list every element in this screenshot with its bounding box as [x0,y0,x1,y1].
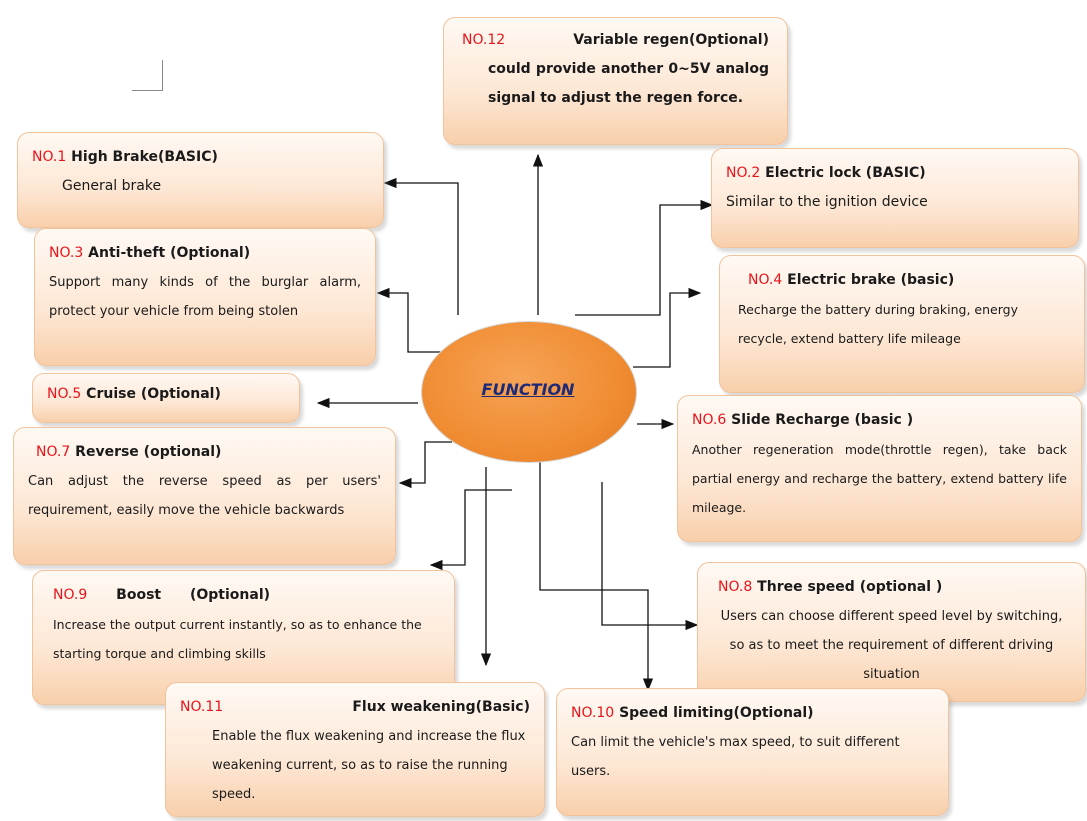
function-desc: Another regeneration mode(throttle regen… [692,442,1067,515]
arrow-to-no7 [398,441,452,489]
function-title: NO.4 Electric brake (basic) [734,266,1070,295]
function-name: Anti-theft (Optional) [88,245,251,261]
function-number: NO.5 [47,386,82,402]
arrow-to-no8 [601,482,699,631]
function-number: NO.7 [36,444,71,460]
function-number: NO.10 [571,705,615,721]
function-name: Reverse (optional) [75,444,222,460]
function-number: NO.9 [53,587,88,603]
function-number: NO.8 [718,579,753,595]
function-desc: Users can choose different speed level b… [720,609,1063,682]
function-number: NO.2 [726,165,761,181]
arrow-to-no2 [575,199,714,316]
function-number: NO.1 [32,149,67,165]
function-title: NO.5 Cruise (Optional) [47,380,285,409]
function-box-no6: NO.6 Slide Recharge (basic ) Another reg… [677,395,1082,542]
arrow-to-no9 [429,489,512,571]
function-desc: Increase the output current instantly, s… [53,617,422,661]
arrow-to-no10 [539,462,654,692]
function-box-no4: NO.4 Electric brake (basic) Recharge the… [719,255,1085,393]
function-title: NO.9 Boost (Optional) [53,581,434,610]
function-desc: Can adjust the reverse speed as per user… [28,474,381,518]
function-number: NO.6 [692,412,727,428]
function-number: NO.3 [49,245,84,261]
function-name: Boost (Optional) [116,587,271,603]
center-ellipse [421,321,637,463]
center-label: FUNCTION [481,380,575,399]
function-title: NO.2 Electric lock (BASIC) [726,159,1064,188]
function-title: NO.7 Reverse (optional) [28,438,381,467]
function-box-no10: NO.10 Speed limiting(Optional) Can limit… [556,688,949,816]
function-name: Flux weakening(Basic) [352,699,530,715]
function-name: Slide Recharge (basic ) [731,412,914,428]
function-number: NO.11 [180,699,224,715]
function-title: NO.11 Flux weakening(Basic) [180,693,530,722]
function-name: Electric brake (basic) [787,272,955,288]
function-desc: Support many kinds of the burglar alarm,… [49,275,361,319]
function-title: NO.8 Three speed (optional ) [712,573,1071,602]
function-number: NO.12 [462,32,506,48]
function-name: Speed limiting(Optional) [619,705,814,721]
function-name: Cruise (Optional) [86,386,221,402]
function-title: NO.6 Slide Recharge (basic ) [692,406,1067,435]
function-name: High Brake(BASIC) [71,149,218,165]
function-name: Variable regen(Optional) [573,32,769,48]
function-box-no1: NO.1 High Brake(BASIC) General brake [17,132,384,228]
arrow-to-no4 [633,287,702,368]
function-box-no8: NO.8 Three speed (optional ) Users can c… [697,562,1086,702]
corner-mark [132,60,163,91]
function-box-no3: NO.3 Anti-theft (Optional) Support many … [34,228,376,366]
function-desc: could provide another 0~5V analog signal… [488,61,769,106]
function-number: NO.4 [748,272,783,288]
function-title: NO.3 Anti-theft (Optional) [49,239,361,268]
arrow-to-no3 [376,287,447,353]
function-desc: Similar to the ignition device [726,194,928,210]
function-box-no12: NO.12 Variable regen(Optional) could pro… [443,17,788,145]
function-name: Electric lock (BASIC) [765,165,926,181]
function-desc: Enable the flux weakening and increase t… [212,729,526,802]
function-desc: General brake [62,178,162,194]
function-desc: Recharge the battery during braking, ene… [738,302,1018,346]
arrow-to-no1 [383,177,459,315]
function-title: NO.1 High Brake(BASIC) [32,143,369,172]
function-box-no5: NO.5 Cruise (Optional) [32,373,300,423]
function-box-no11: NO.11 Flux weakening(Basic) Enable the f… [165,682,545,817]
function-title: NO.10 Speed limiting(Optional) [571,699,934,728]
function-box-no7: NO.7 Reverse (optional) Can adjust the r… [13,427,396,565]
function-box-no2: NO.2 Electric lock (BASIC) Similar to th… [711,148,1079,248]
function-title: NO.12 Variable regen(Optional) [462,26,769,55]
function-desc: Can limit the vehicle's max speed, to su… [571,735,900,779]
function-name: Three speed (optional ) [757,579,943,595]
